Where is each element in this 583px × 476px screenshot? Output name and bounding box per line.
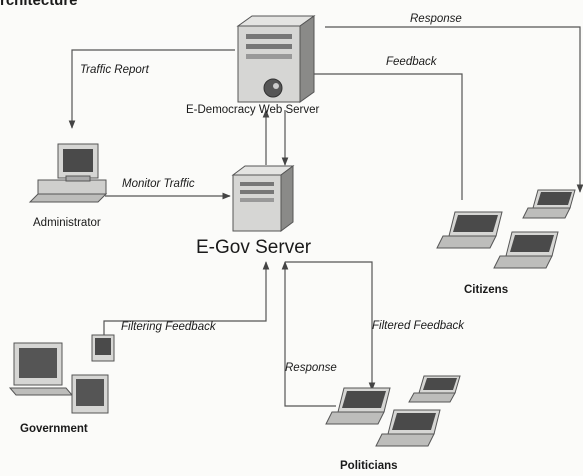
citizen-laptop-icon <box>522 189 576 219</box>
citizens-label: Citizens <box>464 284 509 296</box>
government-label: Government <box>20 423 88 435</box>
filtering-feedback-label: Filtering Feedback <box>121 321 216 333</box>
citizen-laptop-icon <box>436 211 503 249</box>
response-flow-label: Response <box>410 13 462 25</box>
response-politicians-label: Response <box>285 362 337 374</box>
government-pc-icon <box>71 374 109 414</box>
feedback-label: Feedback <box>386 56 437 68</box>
diagram-heading: rchitecture <box>0 0 78 9</box>
traffic-report-arrow <box>68 49 235 129</box>
response-politicians-arrow <box>281 261 336 407</box>
feedback-arrow <box>304 70 463 200</box>
politician-laptop-icon <box>408 375 461 403</box>
egov-server-label: E-Gov Server <box>196 237 312 258</box>
politician-laptop-icon <box>375 409 441 447</box>
filtered-feedback-label: Filtered Feedback <box>372 320 465 332</box>
citizen-laptop-icon <box>493 231 559 269</box>
traffic-report-label: Traffic Report <box>80 64 149 76</box>
government-computers-icon <box>8 334 115 414</box>
politicians-laptops-icon <box>325 375 461 447</box>
politician-laptop-icon <box>325 387 391 425</box>
administrator-label: Administrator <box>33 217 101 229</box>
monitor-traffic-label: Monitor Traffic <box>122 178 195 190</box>
egov-server-icon <box>231 165 295 232</box>
politicians-label: Politicians <box>340 460 398 472</box>
filtered-feedback-arrow <box>285 261 376 391</box>
response-citizens-arrow <box>325 26 583 193</box>
government-pc-icon <box>91 334 115 362</box>
government-pc-icon <box>8 342 74 396</box>
edemocracy-server-label: E-Democracy Web Server <box>186 104 320 116</box>
edemocracy-server-icon <box>236 15 316 103</box>
filtering-feedback-arrow <box>103 261 270 335</box>
citizens-laptops-icon <box>436 189 576 269</box>
administrator-computer-icon <box>28 143 108 203</box>
